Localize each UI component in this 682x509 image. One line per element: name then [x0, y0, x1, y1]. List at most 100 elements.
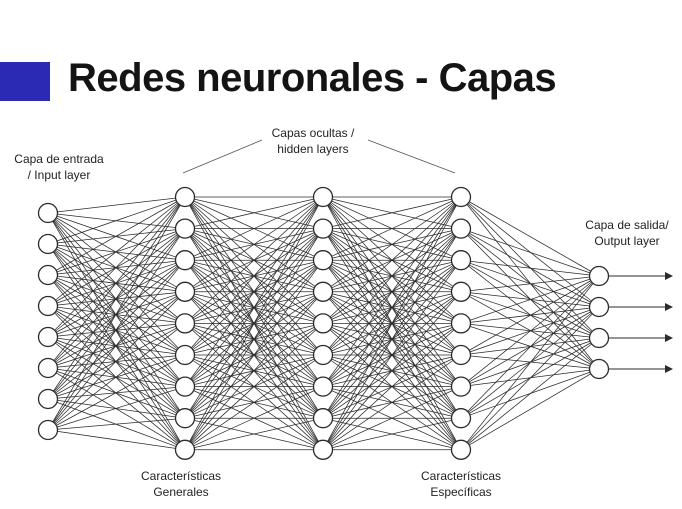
connection-line: [184, 323, 324, 451]
connection-line: [47, 259, 186, 431]
connection-line: [460, 196, 600, 277]
connection-line: [322, 196, 462, 419]
neuron-node: [174, 439, 196, 460]
general-features-label-line-1: Características: [140, 469, 222, 483]
connection-line: [47, 196, 186, 369]
connection-line: [184, 291, 324, 451]
hidden-layers-label: Capas ocultas / hidden layers: [258, 125, 368, 157]
neuron-node: [37, 357, 59, 379]
hidden-layers-label-line-1: Capas ocultas /: [271, 126, 355, 140]
neuron-node: [312, 218, 334, 239]
connection-line: [184, 259, 324, 451]
connection-line: [47, 196, 186, 214]
connection-line: [184, 196, 324, 261]
connection-line: [322, 196, 462, 229]
input-layer-label: Capa de entrada / Input layer: [4, 151, 114, 183]
neuron-node: [588, 327, 610, 349]
neuron-node: [174, 344, 196, 366]
input-layer: [37, 202, 59, 441]
neuron-node: [450, 186, 472, 208]
specific-features-label: Características Específicas: [406, 468, 516, 500]
hidden-layer-3: [450, 186, 472, 460]
connection-line: [460, 275, 600, 451]
connection-line: [47, 196, 186, 307]
output-layer-label-line-1: Capa de salida/: [585, 218, 669, 232]
neuron-node: [37, 264, 59, 286]
connection-line: [47, 291, 186, 431]
neuron-node: [37, 233, 59, 255]
connection-line: [47, 354, 186, 431]
connection-line: [460, 275, 600, 324]
connection-line: [184, 354, 324, 451]
output-layer-label: Capa de salida/ Output layer: [572, 217, 682, 249]
neuron-node: [312, 313, 334, 334]
neuron-node: [37, 295, 59, 317]
connection-line: [460, 228, 600, 277]
output-layer-label-line-2: Output layer: [594, 234, 660, 248]
specific-features-label-line-1: Características: [420, 469, 502, 483]
connection-line: [47, 386, 186, 431]
connection-line: [322, 196, 462, 450]
neuron-node: [450, 250, 472, 271]
connection-line: [460, 275, 600, 387]
connection-line: [184, 228, 324, 450]
connection-line: [322, 259, 462, 451]
hidden-layer-1: [174, 186, 196, 460]
connections: [47, 196, 600, 451]
hidden-label-leader-left: [182, 139, 263, 174]
connection-line: [322, 196, 462, 356]
connection-line: [184, 196, 324, 356]
neuron-node: [174, 408, 196, 429]
connection-line: [460, 275, 600, 356]
general-features-label: Características Generales: [126, 468, 236, 500]
connection-line: [460, 275, 600, 293]
neuron-node: [588, 296, 610, 318]
neuron-node: [37, 326, 59, 348]
output-arrows: [608, 272, 673, 373]
connection-line: [47, 196, 186, 245]
neuron-node: [312, 281, 334, 302]
connection-line: [47, 196, 186, 276]
connection-line: [47, 417, 186, 431]
title-accent-bar: [0, 62, 50, 101]
connection-line: [184, 196, 324, 229]
connection-line: [322, 196, 462, 324]
connection-line: [460, 368, 600, 451]
neuron-node: [174, 313, 196, 334]
neuron-node: [312, 344, 334, 366]
neuron-node: [312, 376, 334, 397]
connection-line: [184, 196, 324, 450]
slide-title: Redes neuronales - Capas: [68, 56, 557, 100]
connection-line: [47, 323, 186, 431]
connection-line: [460, 337, 600, 451]
hidden-layers-label-line-2: hidden layers: [277, 142, 349, 156]
neuron-node: [174, 218, 196, 239]
connection-line: [184, 386, 324, 451]
connection-line: [184, 196, 324, 419]
connection-line: [184, 196, 324, 387]
connection-line: [184, 196, 324, 324]
specific-features-label-line-2: Específicas: [430, 485, 492, 499]
neuron-node: [312, 250, 334, 271]
neuron-node: [450, 281, 472, 302]
connection-line: [322, 417, 462, 451]
neuron-node: [450, 439, 472, 460]
neuron-node: [37, 388, 59, 410]
neuron-node: [174, 186, 196, 208]
neuron-node: [312, 439, 334, 460]
connection-line: [322, 196, 462, 293]
connection-line: [322, 354, 462, 451]
neuron-node: [450, 344, 472, 366]
connection-line: [322, 196, 462, 387]
hidden-label-leader-right: [367, 139, 456, 174]
connection-line: [47, 196, 186, 400]
connection-line: [47, 196, 186, 338]
connection-line: [460, 306, 600, 451]
hidden-layer-2: [312, 186, 334, 460]
connection-line: [184, 417, 324, 451]
connection-line: [460, 259, 600, 277]
connection-line: [47, 228, 186, 431]
connection-line: [460, 275, 600, 419]
neuron-node: [450, 408, 472, 429]
